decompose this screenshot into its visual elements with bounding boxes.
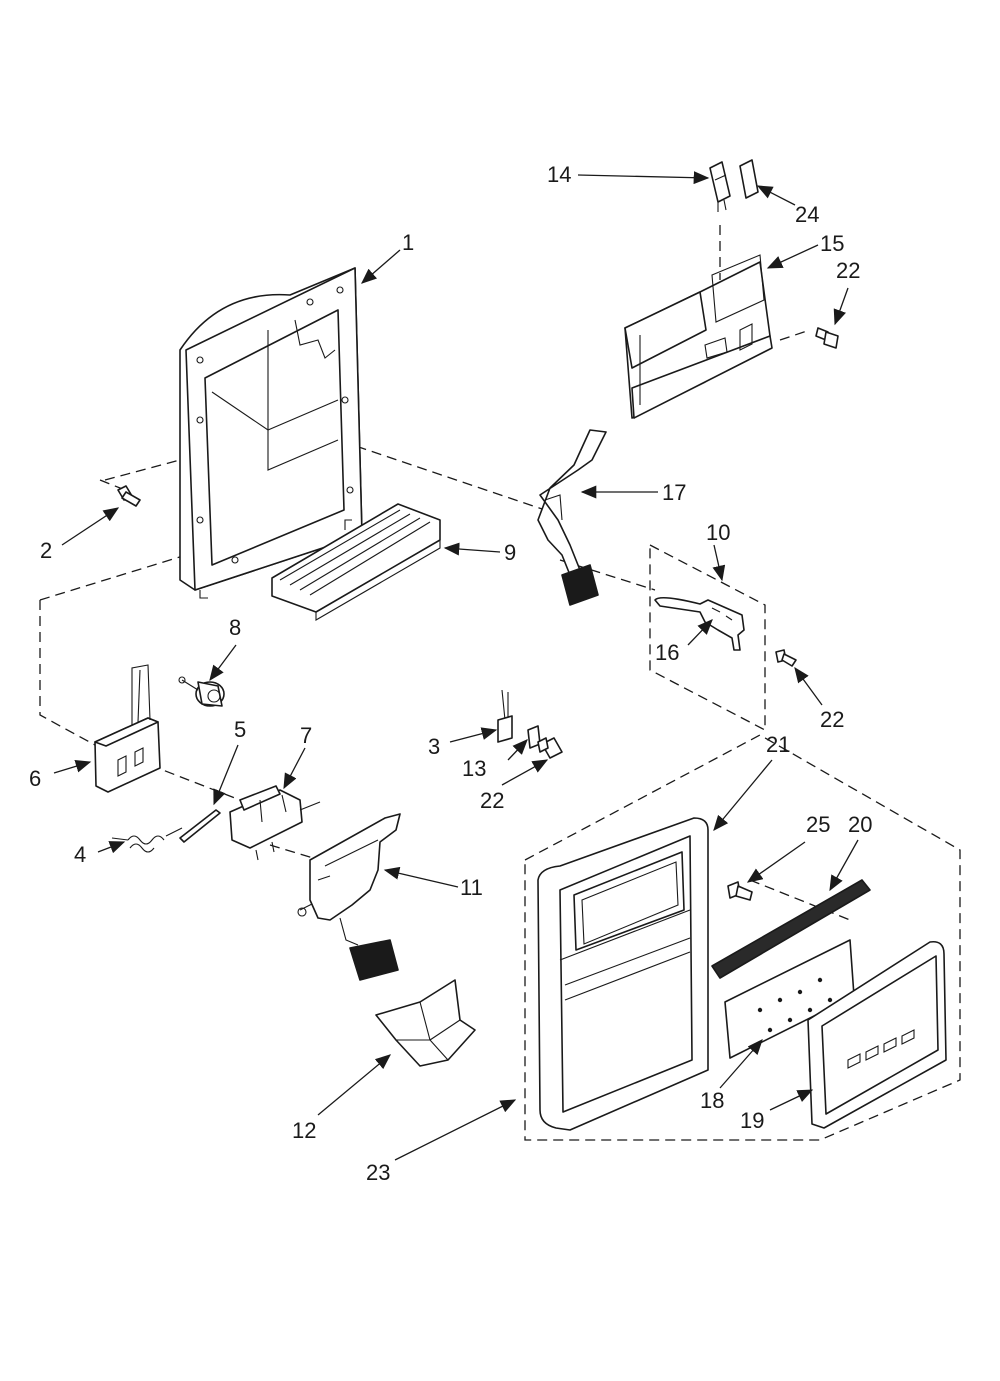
callout-3: 3 [428, 734, 440, 759]
callout-10: 10 [706, 520, 730, 545]
callout-2: 2 [40, 538, 52, 563]
callout-8: 8 [229, 615, 241, 640]
callout-20: 20 [848, 812, 872, 837]
callout-15: 15 [820, 231, 844, 256]
leader-arrows [53, 171, 859, 1161]
callout-9: 9 [504, 540, 516, 565]
part-9-drip-tray [271, 503, 441, 621]
part-17-actuator-arm [537, 429, 607, 606]
callout-4: 4 [74, 842, 86, 867]
part-1-dispenser-housing [179, 267, 363, 599]
part-22-screw-center [537, 737, 563, 759]
part-2-screw [117, 485, 141, 507]
part-22-screw-middle [775, 649, 797, 667]
part-14-switch [709, 161, 731, 212]
callout-12: 12 [292, 1118, 316, 1143]
callout-19: 19 [740, 1108, 764, 1133]
part-11-cup-actuator [297, 813, 401, 981]
part-22-screw-top [815, 327, 839, 349]
callout-1: 1 [402, 230, 414, 255]
callout-22-top: 22 [836, 258, 860, 283]
callout-21: 21 [766, 732, 790, 757]
part-16-lever [654, 596, 745, 651]
callout-18: 18 [700, 1088, 724, 1113]
part-6-control-box [94, 664, 161, 793]
callout-17: 17 [662, 480, 686, 505]
part-8-solenoid [178, 676, 225, 707]
callout-25: 25 [806, 812, 830, 837]
callout-16: 16 [655, 640, 679, 665]
part-3-spring-clip [497, 689, 513, 743]
part-5-pin [179, 809, 221, 843]
callout-11: 11 [460, 875, 483, 900]
callout-24: 24 [795, 202, 819, 227]
part-4-spring [111, 827, 183, 853]
part-15-switch-bracket [624, 254, 773, 419]
part-7-door-bracket [229, 785, 321, 861]
part-12-ice-chute [375, 979, 476, 1067]
part-19-control-face [807, 940, 947, 1129]
callout-23: 23 [366, 1160, 390, 1185]
callout-14: 14 [547, 162, 571, 187]
callout-22-center: 22 [480, 788, 504, 813]
callout-7: 7 [300, 723, 312, 748]
part-23-front-panel [537, 817, 709, 1131]
callout-6: 6 [29, 766, 41, 791]
callout-5: 5 [234, 717, 246, 742]
part-24-insulator [739, 159, 759, 199]
callout-labels: 1 2 3 4 5 6 7 8 9 10 11 12 13 14 15 16 1… [29, 162, 872, 1185]
part-25-screw [727, 881, 753, 901]
callout-13: 13 [462, 756, 486, 781]
callout-22-right: 22 [820, 707, 844, 732]
part-20-trim-strip [711, 879, 871, 979]
